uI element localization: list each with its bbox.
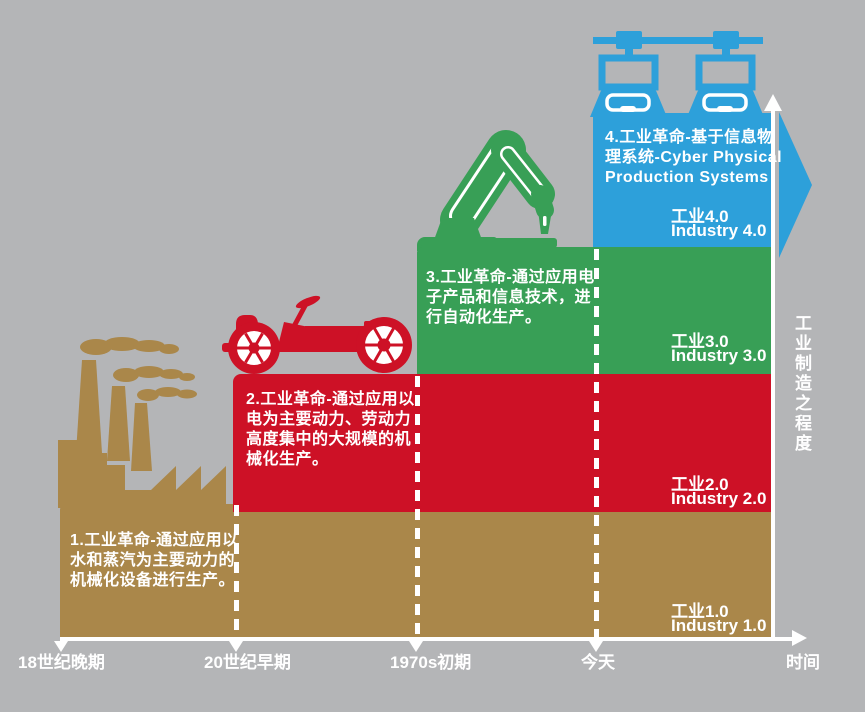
industry-4-label-cn: 工业4.0: [671, 207, 729, 226]
right-arrow-icon: [792, 630, 807, 646]
robot-arm-icon: [421, 130, 557, 248]
dashed-divider-3: [594, 249, 599, 638]
industry-1-description: 1.工业革命-通过应用以 水和蒸汽为主要动力的 机械化设备进行生产。: [70, 531, 239, 591]
big-blue-arrow-icon: [779, 112, 812, 258]
tick-label-early-1970s: 1970s初期: [390, 653, 472, 672]
industry-4-description: 4.工业革命-基于信息物 理系统-Cyber Physical Producti…: [605, 128, 782, 188]
desc-line: 4.工业革命-基于信息物: [605, 129, 774, 146]
tick-label-late-18th-century: 18世纪晚期: [18, 653, 105, 672]
tick-arrow-icon-4: [589, 641, 603, 652]
up-arrow-icon: [763, 94, 782, 111]
tick-label-early-20th-century: 20世纪早期: [204, 653, 291, 672]
desc-line: 水和蒸汽为主要动力的: [70, 552, 236, 569]
desc-line: 行自动化生产。: [426, 309, 542, 326]
x-axis-title: 时间: [786, 653, 820, 672]
desc-line: 子产品和信息技术，进: [426, 289, 592, 306]
tick-label-today: 今天: [581, 653, 615, 672]
desc-line: 理系统-Cyber Physical: [605, 149, 783, 166]
desc-line: 械化生产。: [246, 451, 329, 468]
vintage-car-icon: [222, 295, 412, 374]
tick-arrow-icon-3: [409, 641, 423, 652]
industry-3-description: 3.工业革命-通过应用电 子产品和信息技术，进 行自动化生产。: [426, 268, 595, 328]
desc-line: 1.工业革命-通过应用以: [70, 532, 239, 549]
desc-line: 高度集中的大规模的机: [246, 431, 412, 448]
industry-1-label-en: Industry 1.0: [671, 616, 767, 635]
factory-icon: [58, 337, 226, 508]
industry-2-label-en: Industry 2.0: [671, 489, 767, 508]
desc-line: 机械化设备进行生产。: [70, 572, 236, 589]
y-axis-line: [770, 111, 775, 640]
y-axis-title: 工业制造之程度: [792, 314, 811, 454]
tick-arrow-icon-1: [53, 641, 68, 652]
industry-4-block: [593, 113, 772, 247]
industry-4-label-en: Industry 4.0: [671, 221, 767, 240]
industry-1-label-cn: 工业1.0: [671, 602, 729, 621]
industry-3-label-cn: 工业3.0: [671, 332, 729, 351]
industry-2-description: 2.工业革命-通过应用以 电为主要动力、劳动力 高度集中的大规模的机 械化生产。: [246, 390, 415, 470]
industry-2-block: [233, 374, 772, 512]
x-axis-line: [60, 636, 793, 641]
tick-arrow-icon-2: [229, 641, 243, 652]
desc-line: Production Systems: [605, 169, 769, 186]
dashed-divider-1: [234, 505, 239, 638]
desc-line: 电为主要动力、劳动力: [246, 411, 412, 428]
industry-3-label-en: Industry 3.0: [671, 346, 767, 365]
dashed-divider-2: [415, 376, 420, 638]
industry-2-label-cn: 工业2.0: [671, 475, 729, 494]
desc-line: 3.工业革命-通过应用电: [426, 269, 595, 286]
desc-line: 2.工业革命-通过应用以: [246, 391, 415, 408]
connected-machines-icon: [590, 31, 764, 117]
